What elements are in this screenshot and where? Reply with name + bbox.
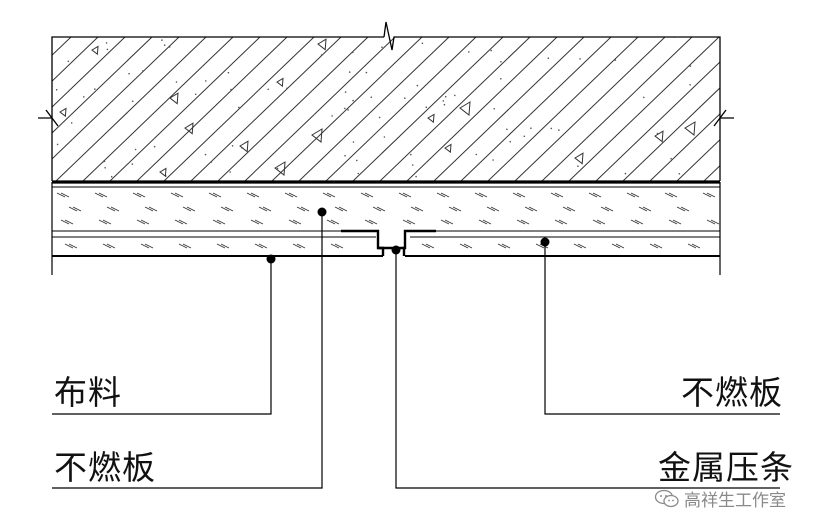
watermark-text: 高祥生工作室 [684,491,786,511]
metal-strip [341,229,436,256]
label-metal-strip: 金属压条 [658,448,794,487]
label-nonflammable-board-right: 不燃板 [681,373,783,412]
watermark: 高祥生工作室 [654,486,786,511]
break-symbol-right [713,109,734,130]
nonflammable-board-layers [51,182,721,275]
leader-lines [52,212,780,489]
break-symbol-left [38,109,59,132]
label-nonflammable-board-left: 不燃板 [54,448,156,487]
break-symbol-top [383,21,402,51]
label-fabric: 布料 [54,373,122,412]
wechat-icon [654,489,679,507]
concrete-slab [51,36,721,181]
